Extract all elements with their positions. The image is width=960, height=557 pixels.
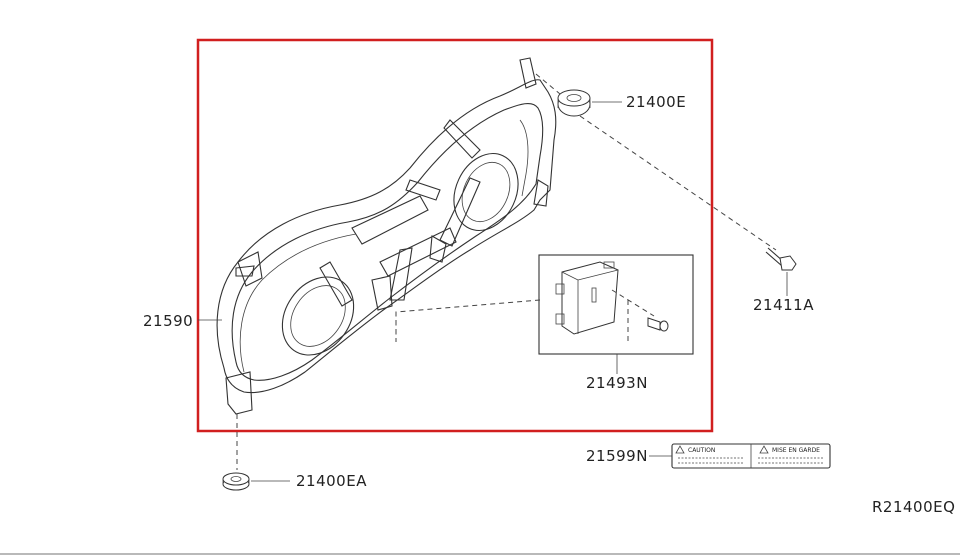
grommet-upper-drawing [557, 89, 591, 117]
caution-label-drawing: CAUTION MISE EN GARDE [671, 443, 831, 469]
highlight-frame [196, 38, 714, 433]
part-label-21411A: 21411A [753, 296, 814, 314]
controller-box [538, 254, 694, 355]
dash-controller-c [395, 299, 541, 340]
diagram-reference-code: R21400EQ [872, 498, 956, 516]
controller-drawing [555, 261, 669, 335]
part-label-21400E: 21400E [626, 93, 687, 111]
bolt-drawing [765, 247, 797, 271]
part-label-21599N: 21599N [586, 447, 648, 465]
dash-21400E-a [535, 73, 561, 95]
grommet-lower-drawing [222, 472, 250, 491]
part-label-21400EA: 21400EA [296, 472, 367, 490]
fan-shroud-drawing [216, 57, 557, 415]
part-label-21590: 21590 [143, 312, 194, 330]
dash-21400E-b [579, 115, 777, 251]
caution-label-right-text: MISE EN GARDE [772, 447, 820, 454]
part-label-21493N: 21493N [586, 374, 648, 392]
caution-label-left-text: CAUTION [688, 447, 715, 454]
dash-controller-a [611, 289, 655, 317]
